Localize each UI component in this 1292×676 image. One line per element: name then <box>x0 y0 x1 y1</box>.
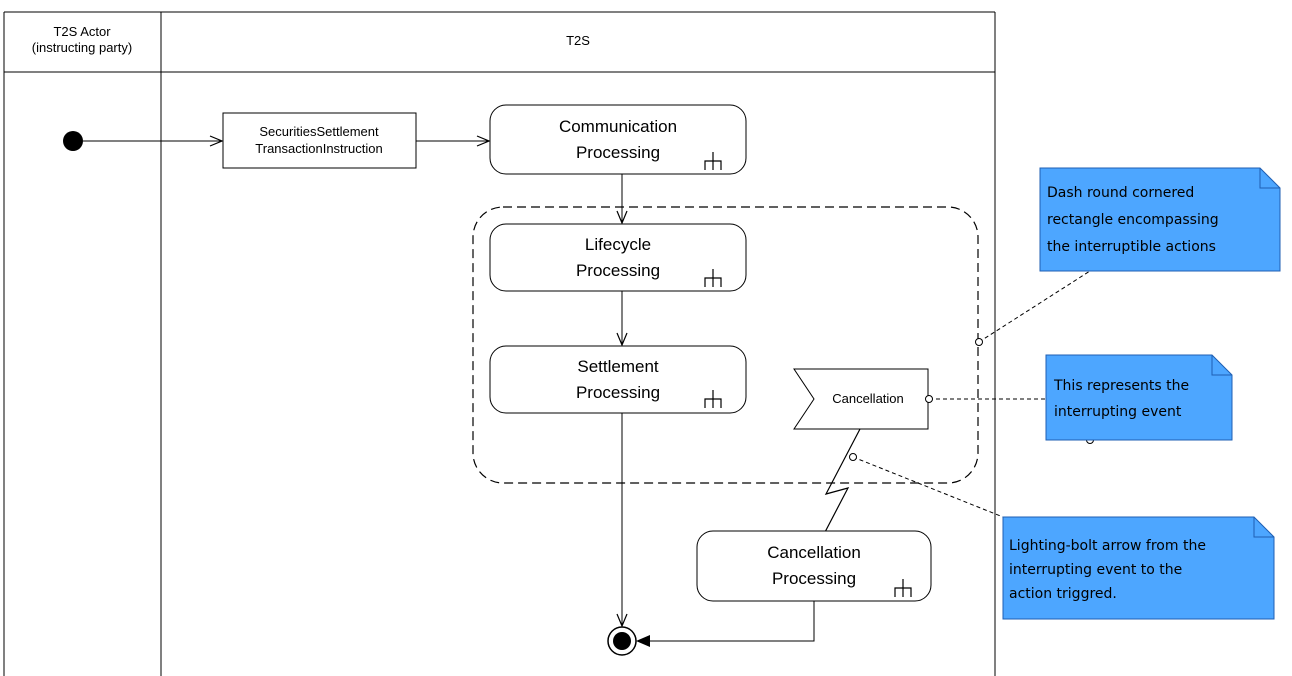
svg-text:Settlement: Settlement <box>577 357 659 376</box>
connector-anchor <box>925 395 933 403</box>
connector-anchor <box>849 453 857 461</box>
svg-text:TransactionInstruction: TransactionInstruction <box>255 141 382 156</box>
svg-text:Dash round cornered: Dash round cornered <box>1047 185 1194 201</box>
svg-text:SecuritiesSettlement: SecuritiesSettlement <box>259 124 379 139</box>
subactivity-rake-icon <box>704 269 722 287</box>
subactivity-rake-icon <box>894 579 912 597</box>
actor-lane-subtitle: (instructing party) <box>32 40 132 55</box>
object-node-instruction: SecuritiesSettlement TransactionInstruct… <box>222 112 417 169</box>
note-lightning-bolt-arrow: Lighting-bolt arrow from the interruptin… <box>1002 516 1275 620</box>
subactivity-rake-icon <box>704 152 722 170</box>
interrupting-edge-lightning-bolt <box>811 428 861 558</box>
svg-text:Communication: Communication <box>559 117 677 136</box>
svg-text:rectangle encompassing: rectangle encompassing <box>1047 212 1219 228</box>
actor-lane-title: T2S Actor <box>53 24 111 39</box>
connector-anchor <box>975 338 983 346</box>
svg-text:Processing: Processing <box>576 383 660 402</box>
actor-lane-header: T2S Actor (instructing party) <box>32 24 132 55</box>
initial-node <box>63 131 83 151</box>
subactivity-rake-icon <box>704 390 722 408</box>
system-lane-title: T2S <box>566 33 590 48</box>
svg-text:interrupting event: interrupting event <box>1054 404 1182 420</box>
action-settlement-processing: Settlement Processing <box>489 345 747 414</box>
svg-text:the interruptible actions: the interruptible actions <box>1047 239 1216 255</box>
svg-text:This represents the: This represents the <box>1053 378 1189 394</box>
activity-final-node <box>607 626 637 656</box>
action-cancellation-processing: Cancellation Processing <box>696 530 932 602</box>
action-lifecycle-processing: Lifecycle Processing <box>489 223 747 292</box>
note-connectors <box>852 270 1091 518</box>
accept-event-cancellation: Cancellation <box>793 368 929 430</box>
svg-text:Lifecycle: Lifecycle <box>585 235 651 254</box>
note-interruptible-region: Dash round cornered rectangle encompassi… <box>1039 167 1281 272</box>
svg-text:interrupting event to the: interrupting event to the <box>1009 562 1182 578</box>
svg-text:action triggred.: action triggred. <box>1009 586 1117 602</box>
svg-text:Cancellation: Cancellation <box>832 391 904 406</box>
svg-text:Lighting-bolt arrow from the: Lighting-bolt arrow from the <box>1009 538 1206 554</box>
swimlane-frame <box>3 11 996 676</box>
svg-text:Processing: Processing <box>576 143 660 162</box>
flow-cancellation-to-final <box>636 601 815 647</box>
svg-text:Processing: Processing <box>772 569 856 588</box>
note-interrupting-event: This represents the interrupting event <box>1045 354 1233 441</box>
svg-text:Cancellation: Cancellation <box>767 543 861 562</box>
svg-text:Processing: Processing <box>576 261 660 280</box>
action-communication-processing: Communication Processing <box>489 104 747 175</box>
